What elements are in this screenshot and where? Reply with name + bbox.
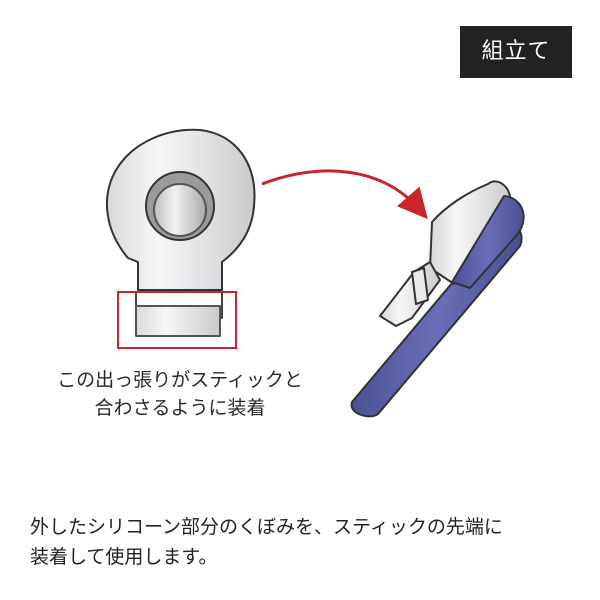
instruction-text: 外したシリコーン部分のくぼみを、スティックの先端に 装着して使用します。 <box>30 512 580 572</box>
tab-highlight-box <box>117 291 237 349</box>
silicone-cap-front-view <box>105 128 256 337</box>
assembly-arrow-icon <box>261 169 428 220</box>
callout-line-1: この出っ張りがスティックと <box>57 369 303 391</box>
instruction-line-2: 装着して使用します。 <box>30 546 218 568</box>
tab-callout-text: この出っ張りがスティックと 合わさるように装着 <box>30 366 330 422</box>
callout-line-2: 合わさるように装着 <box>94 397 266 419</box>
instruction-line-1: 外したシリコーン部分のくぼみを、スティックの先端に <box>30 516 503 538</box>
section-badge: 組立て <box>460 26 572 78</box>
stick-with-cap <box>350 180 525 418</box>
assembly-illustration <box>105 128 525 418</box>
